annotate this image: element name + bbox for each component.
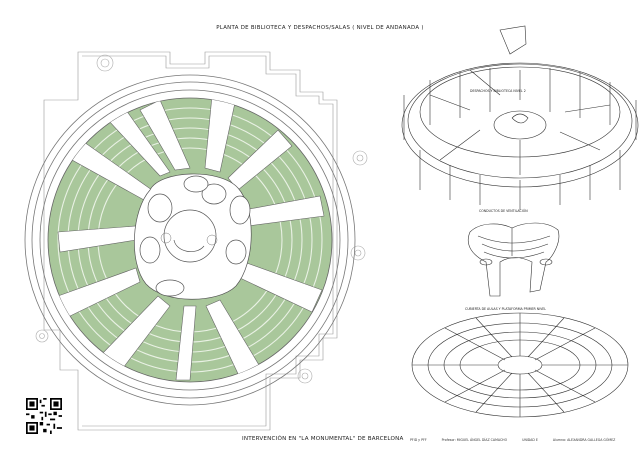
footer-title: INTERVENCIÓN EN "LA MONUMENTAL" DE BARCE…: [242, 436, 404, 442]
conductos-label: CONDUCTOS DE VENTILACIÓN: [479, 209, 528, 213]
footer-student: Alumna: ALEXANDRA GALLEGA GÓMEZ: [552, 438, 616, 442]
plan-title: PLANTA DE BIBLIOTECA Y DESPACHOS/SALAS (…: [216, 25, 424, 31]
footer-course: PFID y PFF: [410, 438, 427, 442]
footer-professor: Profesor: MIGUEL ÁNGEL DÍAZ CAMACHO: [441, 438, 508, 442]
tree-icon: [35, 54, 368, 384]
cubierta-label: CUBIERTA DE AULAS Y PLATAFORMA PRIMER NI…: [465, 307, 547, 311]
axonometric-conductos: [467, 222, 560, 297]
qr-code-icon[interactable]: [26, 398, 62, 434]
despachos-label: DESPACHOS Y BIBLIOTECA NIVEL 2: [470, 89, 526, 93]
tree-icon: [160, 232, 218, 246]
axonometric-cubierta: [411, 312, 629, 418]
radial-paths: [57, 98, 325, 381]
footer-unit: UNIDAD E: [522, 438, 538, 442]
footer-meta: PFID y PFF Profesor: MIGUEL ÁNGEL DÍAZ C…: [410, 438, 629, 442]
bullring-rings: [24, 74, 356, 406]
central-library-core: [133, 173, 252, 300]
axonometric-despachos: [401, 25, 639, 210]
